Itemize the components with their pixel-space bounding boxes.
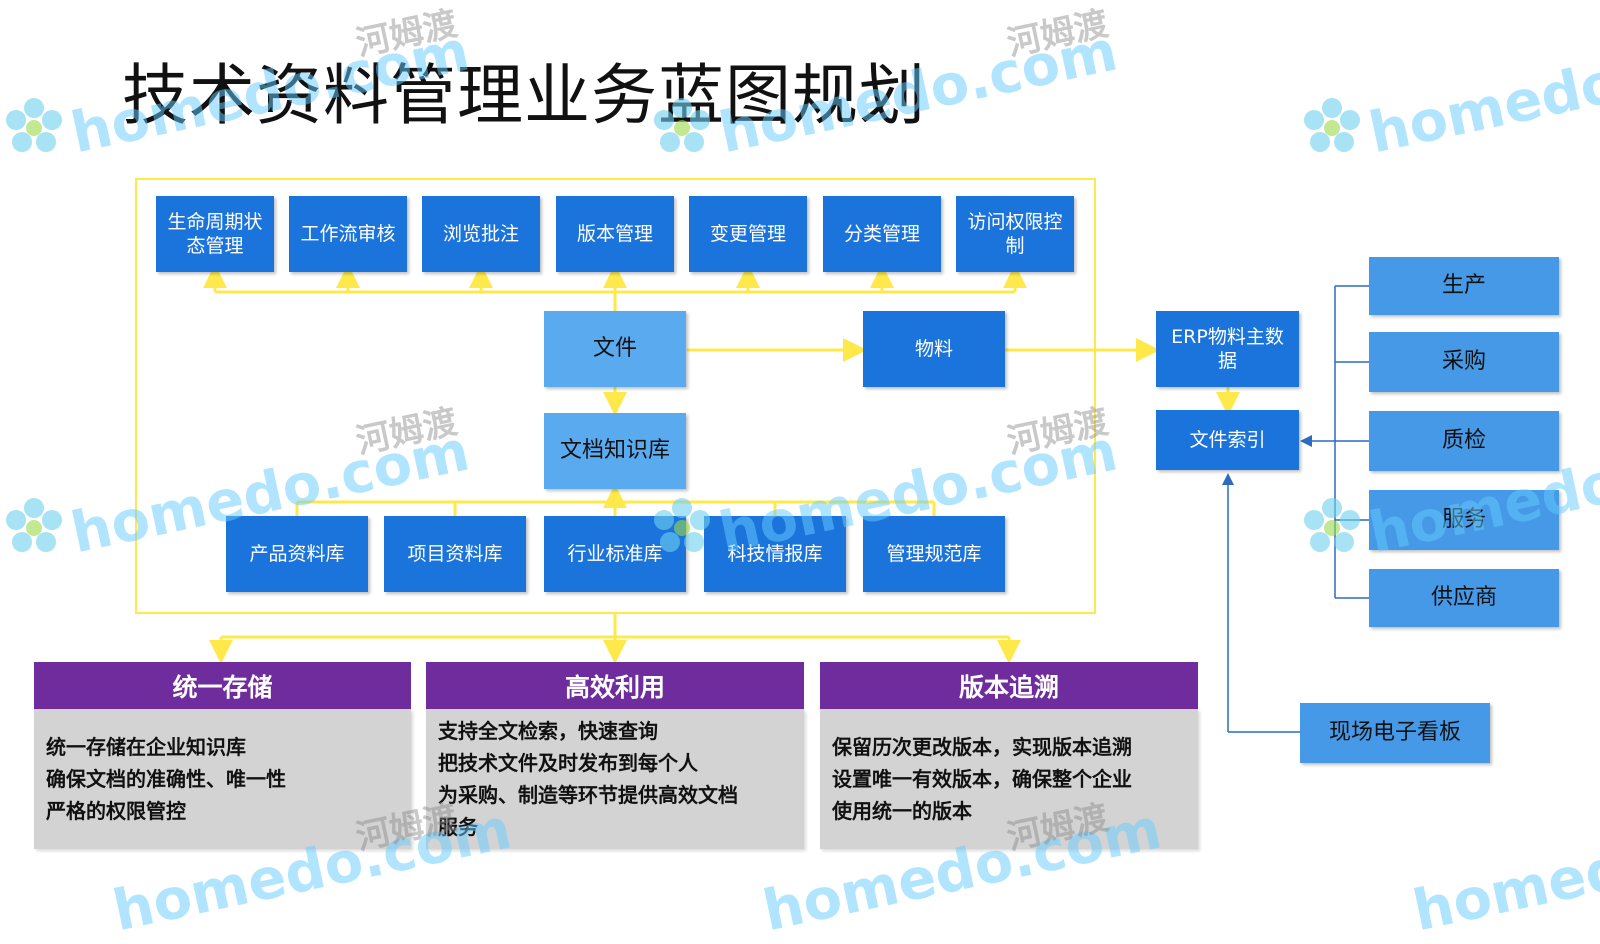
panel-line: 保留历次更改版本，实现版本追溯 [832,735,1132,759]
library-product: 产品资料库 [226,516,368,592]
connector-lines [203,264,1369,733]
document-management-frame [135,178,1096,614]
panel-line: 为采购、制造等环节提供高效文档 [438,783,738,807]
panel-line: 设置唯一有效版本，确保整个企业 [832,767,1132,791]
module-workflow-review: 工作流审核 [289,196,407,272]
panel-body-efficient-use: 支持全文检索，快速查询 把技术文件及时发布到每个人 为采购、制造等环节提供高效文… [426,709,804,849]
panel-title-version-tracing: 版本追溯 [820,662,1198,709]
panel-line: 严格的权限管控 [46,799,186,823]
module-version-management: 版本管理 [556,196,674,272]
library-management-norms: 管理规范库 [863,516,1005,592]
node-onsite-display-board: 现场电子看板 [1300,703,1490,763]
node-file: 文件 [544,311,686,387]
panel-body-version-tracing: 保留历次更改版本，实现版本追溯 设置唯一有效版本，确保整个企业 使用统一的版本 [820,709,1198,849]
department-supplier: 供应商 [1369,569,1559,627]
module-change-management: 变更管理 [689,196,807,272]
department-production: 生产 [1369,257,1559,315]
page-title: 技术资料管理业务蓝图规划 [122,57,926,134]
department-purchasing: 采购 [1369,332,1559,392]
panel-line: 支持全文检索，快速查询 [438,719,658,743]
panel-body-unified-storage: 统一存储在企业知识库 确保文档的准确性、唯一性 严格的权限管控 [34,709,411,849]
panel-line: 统一存储在企业知识库 [46,735,246,759]
library-tech-intelligence: 科技情报库 [704,516,846,592]
panel-line: 确保文档的准确性、唯一性 [46,767,286,791]
library-industry-standard: 行业标准库 [544,516,686,592]
module-access-control: 访问权限控制 [956,196,1074,272]
module-classification: 分类管理 [823,196,941,272]
node-file-index: 文件索引 [1156,410,1299,470]
node-material: 物料 [863,311,1005,387]
library-project: 项目资料库 [384,516,526,592]
module-browse-annotate: 浏览批注 [422,196,540,272]
panel-line: 服务 [438,815,478,839]
node-knowledge-base: 文档知识库 [544,413,686,489]
department-quality-inspection: 质检 [1369,411,1559,471]
module-lifecycle-status: 生命周期状态管理 [156,196,274,272]
department-service: 服务 [1369,490,1559,550]
panel-title-efficient-use: 高效利用 [426,662,804,709]
panel-line: 把技术文件及时发布到每个人 [438,751,698,775]
panel-line: 使用统一的版本 [832,799,972,823]
panel-title-unified-storage: 统一存储 [34,662,411,709]
node-erp-master-data: ERP物料主数据 [1156,311,1299,387]
